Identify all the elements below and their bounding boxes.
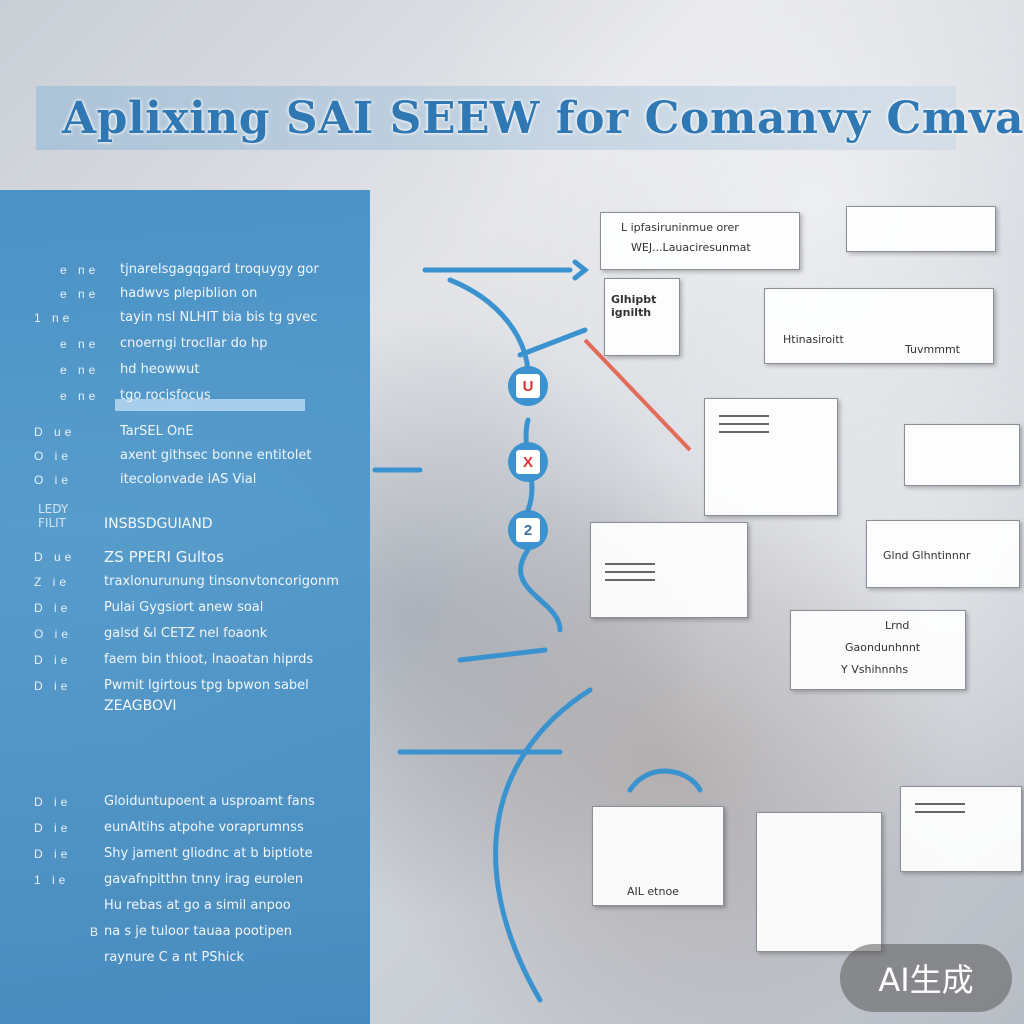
connector-line	[493, 687, 593, 1003]
connector-line	[447, 277, 531, 383]
connector-line	[517, 327, 588, 358]
diagram-card: Glhipbt ignilth	[604, 278, 680, 356]
connector-line	[457, 647, 548, 663]
diagram-card: Glnd Glhntinnnr	[866, 520, 1020, 588]
section-side-label: LEDY FILIT	[38, 502, 69, 530]
connector-line	[518, 547, 563, 633]
list-item: Hu rebas at go a simil anpoo	[104, 898, 291, 913]
ai-generated-badge: AI生成	[840, 944, 1012, 1012]
diagram-card	[900, 786, 1022, 872]
section-heading: ZEAGBOVI	[104, 698, 177, 714]
page-title: Aplixing SAI SEEW for Comanvy Cmval	[62, 92, 1024, 144]
diagram-card	[704, 398, 838, 516]
diagram-card	[904, 424, 1020, 486]
connector-line-red	[583, 338, 692, 452]
list-item: raynure C a nt PShick	[104, 950, 245, 965]
connector-line	[627, 768, 703, 793]
diagram-card: Htinasiroitt Tuvmmmt	[764, 288, 994, 364]
diagram-card: Lrnd Gaondunhnnt Y Vshihnnhs	[790, 610, 966, 690]
title-banner: Aplixing SAI SEEW for Comanvy Cmval	[36, 86, 1024, 150]
diagram-card	[846, 206, 996, 252]
diagram-card	[590, 522, 748, 618]
diagram-card: AIL etnoe	[592, 806, 724, 906]
node-u: U	[508, 366, 548, 406]
section-heading: INSBSDGUIAND	[104, 516, 213, 532]
diagram-card: L ipfasiruninmue orer WEJ...Lauaciresunm…	[600, 212, 800, 270]
left-panel	[0, 190, 370, 1024]
diagram-card	[756, 812, 882, 952]
node-2: 2	[508, 510, 548, 550]
highlight-bar	[115, 399, 305, 411]
node-x: X	[508, 442, 548, 482]
arrow-head	[572, 259, 590, 281]
